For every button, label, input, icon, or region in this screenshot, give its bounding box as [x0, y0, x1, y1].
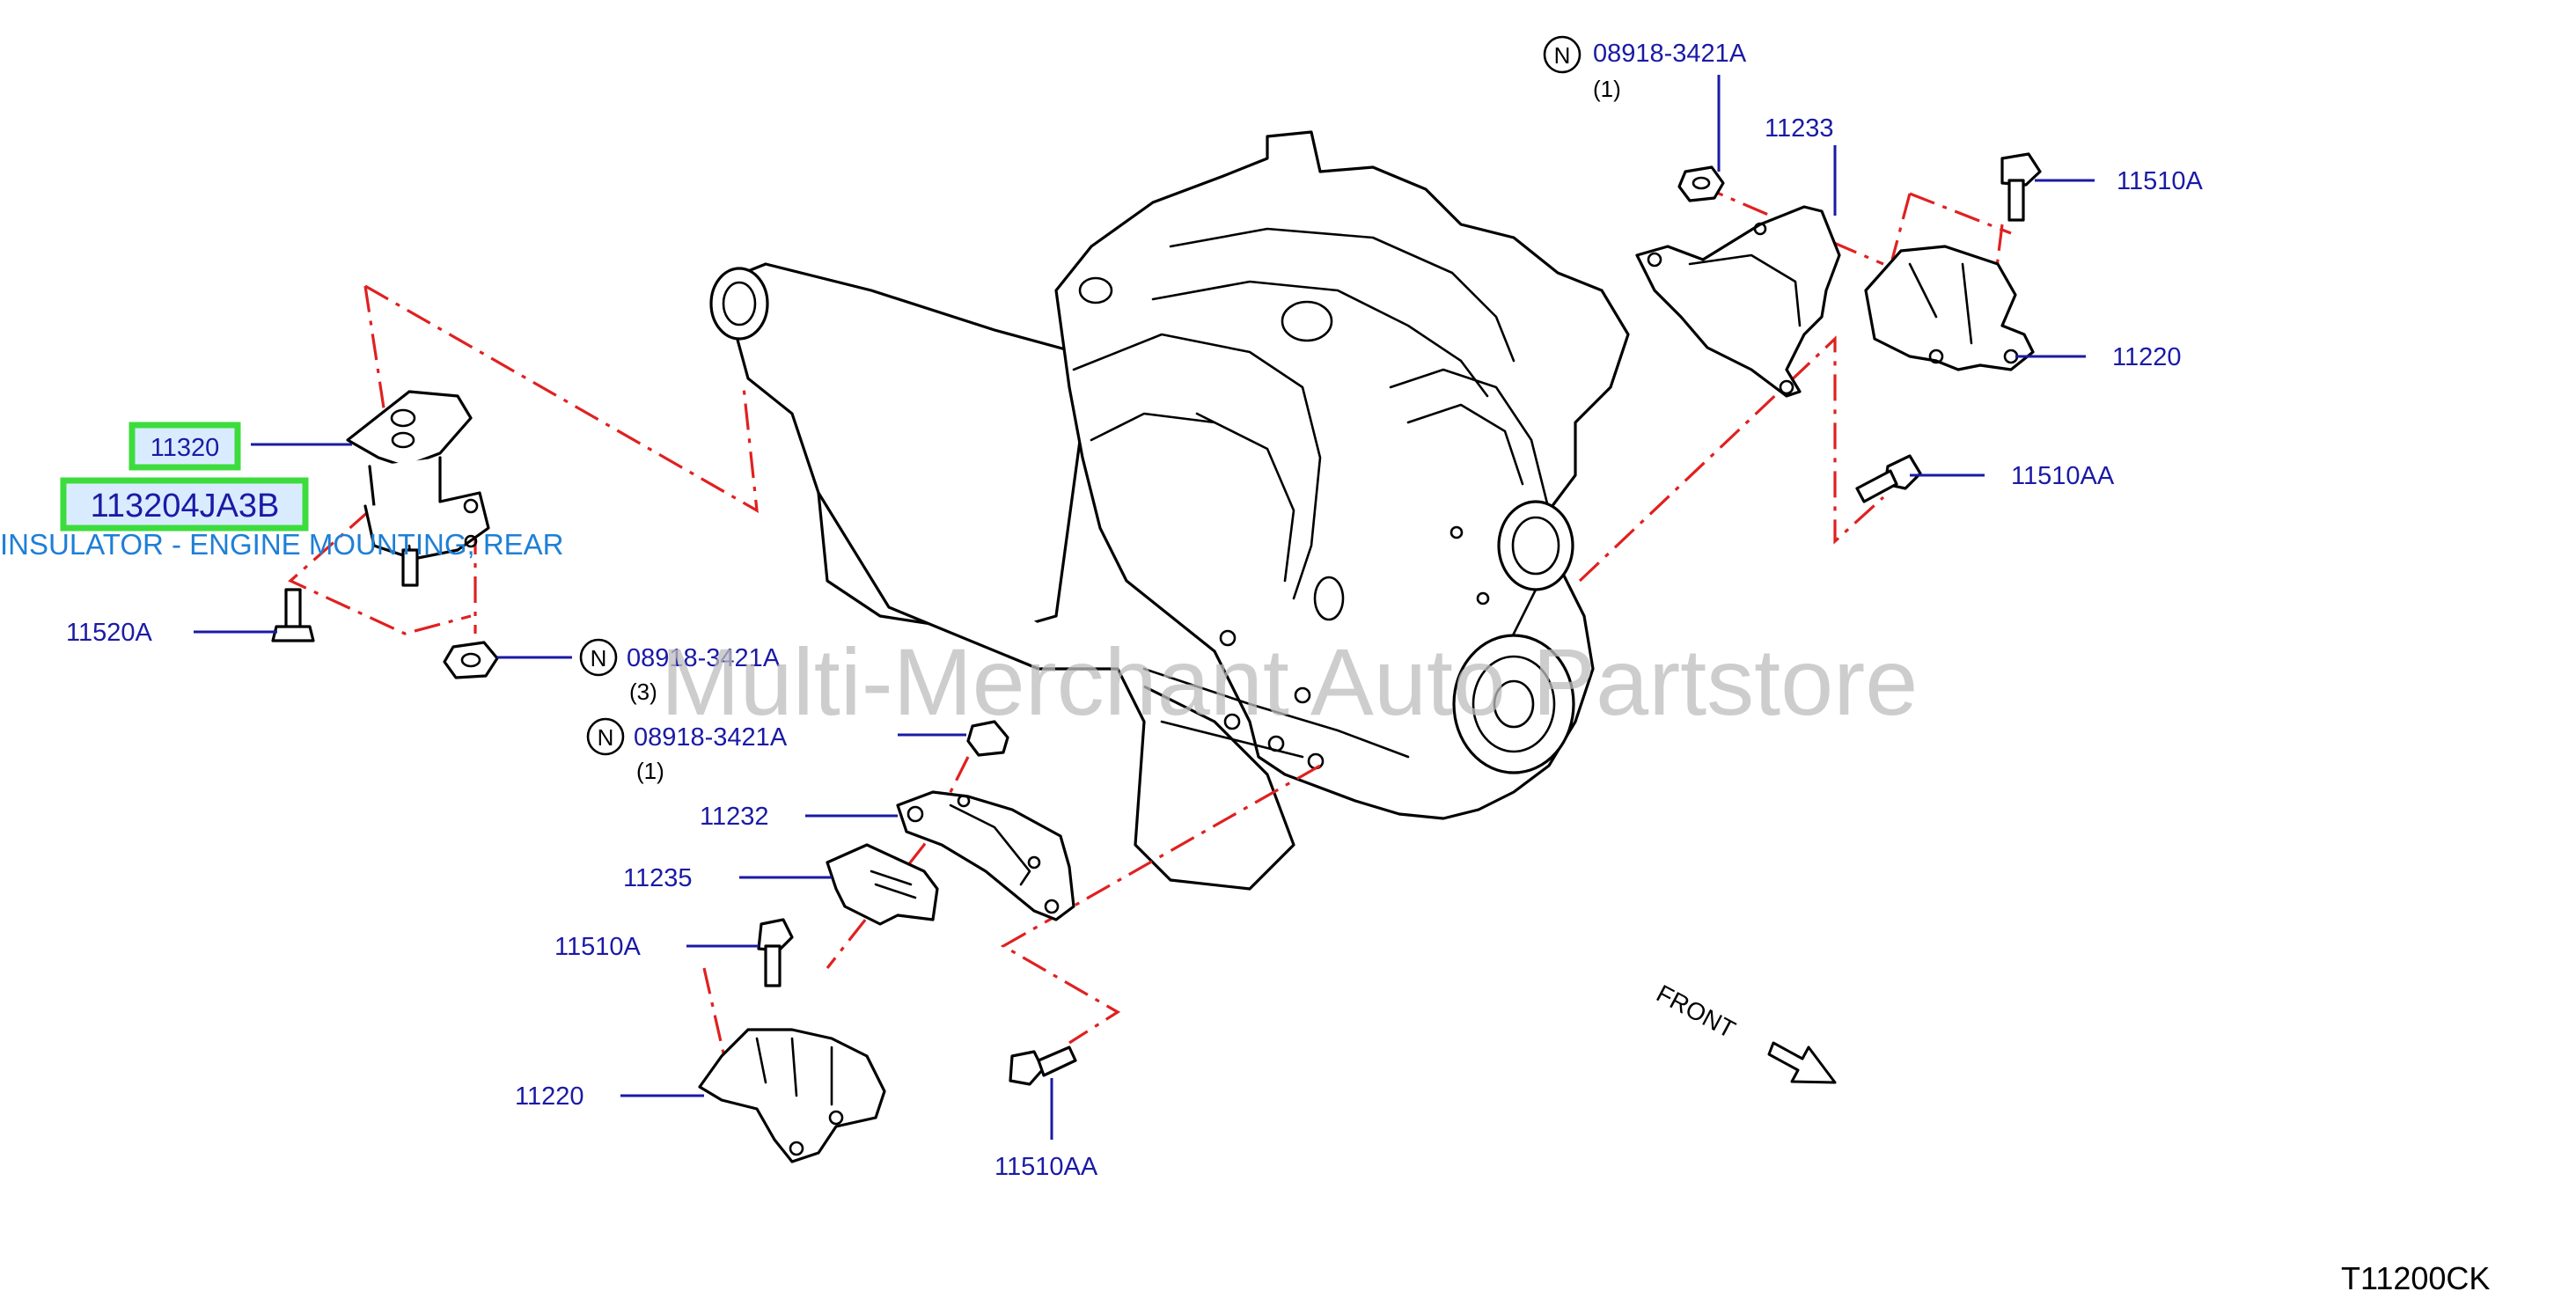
phantom-lines [288, 183, 2012, 1068]
callout-11220-left[interactable]: 11220 [515, 1082, 584, 1111]
svg-text:N: N [591, 645, 607, 671]
nut-right[interactable] [1677, 165, 1725, 202]
bolt-11510aa-right[interactable] [1855, 454, 1922, 503]
heat-shield-11235[interactable] [826, 843, 939, 926]
bolt-11510aa-lower[interactable] [1009, 1046, 1077, 1086]
highlight-part-number[interactable]: 11320 [150, 434, 220, 462]
bolt-11520a[interactable] [271, 588, 315, 642]
callout-11510a-lower[interactable]: 11510A [554, 933, 641, 961]
bolt-11510a-right[interactable] [2000, 152, 2042, 222]
leader-lines [194, 75, 2095, 1140]
n-badge-3: N [586, 717, 625, 756]
mount-11220-right[interactable] [1864, 245, 2035, 371]
callout-11510aa-lower[interactable]: 11510AA [994, 1153, 1098, 1181]
n-badge-1: N [1543, 35, 1582, 74]
callout-qty-top: (1) [1593, 76, 1621, 102]
front-indicator: FRONT [1652, 980, 1837, 1084]
callout-11233[interactable]: 11233 [1765, 114, 1834, 143]
front-arrow-icon [1767, 1041, 1837, 1084]
watermark: Multi-Merchant Auto Partstore [661, 628, 1919, 735]
callout-qty-rear: (3) [629, 679, 657, 705]
nut-rear[interactable] [443, 641, 499, 679]
callout-11220-right[interactable]: 11220 [2112, 343, 2182, 371]
callout-08918-3421a-rear[interactable]: 08918-3421A [627, 644, 781, 672]
callout-11520a[interactable]: 11520A [66, 619, 152, 647]
bracket-11233[interactable] [1635, 205, 1841, 398]
svg-text:N: N [1554, 42, 1571, 69]
mount-11220-left[interactable] [698, 1028, 886, 1163]
callouts: 08918-3421A (1) 11233 11510A 11220 11510… [66, 40, 2203, 1181]
highlight-part[interactable]: 11320 113204JA3B INSULATOR - ENGINE MOUN… [0, 422, 564, 561]
callout-08918-3421a-top[interactable]: 08918-3421A [1593, 40, 1747, 68]
n-badge-2: N [579, 638, 618, 677]
highlight-oem-number[interactable]: 113204JA3B [91, 488, 280, 525]
rear-insulator-part[interactable] [346, 390, 490, 587]
engine-assembly [709, 130, 1630, 891]
highlight-oem-number-box[interactable] [60, 477, 309, 532]
bolt-11510a-lower[interactable] [757, 918, 794, 987]
callout-11235[interactable]: 11235 [623, 864, 693, 892]
diagram-code: T11200CK [2341, 1260, 2490, 1296]
highlight-description: INSULATOR - ENGINE MOUNTING, REAR [0, 528, 564, 561]
svg-text:N: N [598, 724, 614, 751]
callout-11510a-right[interactable]: 11510A [2117, 167, 2203, 195]
nut-middle[interactable] [966, 720, 1009, 757]
bracket-11232[interactable] [896, 790, 1075, 921]
callout-08918-3421a-middle[interactable]: 08918-3421A [634, 723, 788, 752]
highlight-part-number-box[interactable] [128, 422, 241, 471]
callout-11232[interactable]: 11232 [700, 803, 769, 831]
callout-qty-middle: (1) [636, 758, 664, 784]
front-label: FRONT [1652, 980, 1740, 1044]
callout-11510aa-right[interactable]: 11510AA [2011, 462, 2115, 490]
